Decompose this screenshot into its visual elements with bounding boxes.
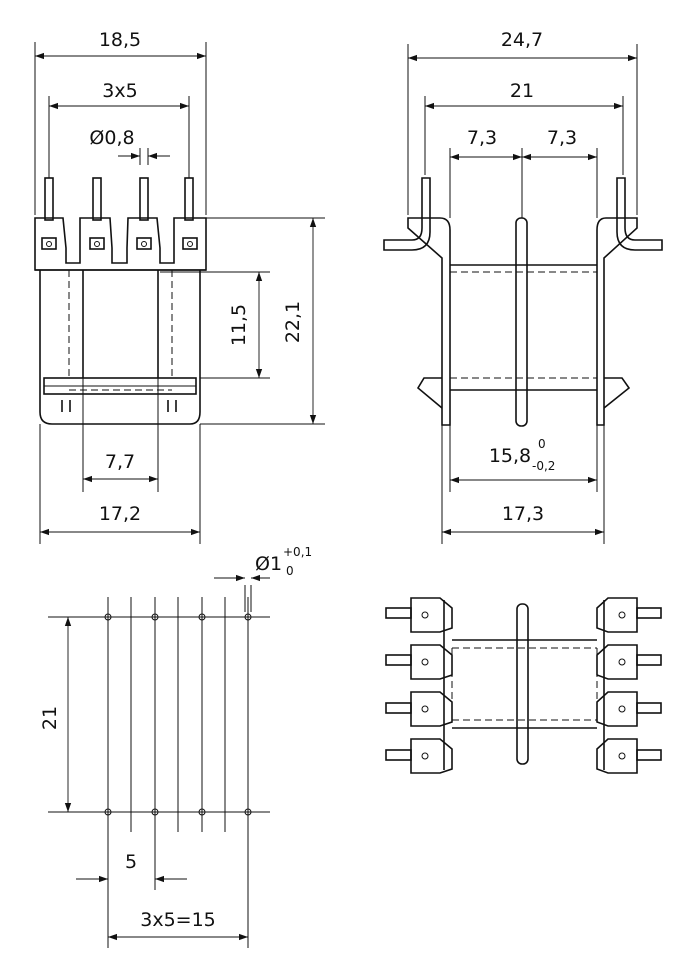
- dim-side-total-width: 24,7: [501, 29, 543, 51]
- dim-total-height: 22,1: [282, 301, 304, 343]
- dim-grid-total: 3x5=15: [140, 909, 216, 931]
- dim-grid-vertical: 21: [39, 706, 61, 730]
- dim-window-height: 11,5: [228, 304, 250, 346]
- front-pins: [44, 177, 194, 221]
- dim-inner-width: 7,7: [105, 451, 135, 473]
- side-view: 24,7 21 7,3 7,3 15,8 0 -0,2: [383, 29, 663, 544]
- dim-bobbin-length: 15,8: [489, 445, 531, 467]
- hole: [104, 613, 112, 621]
- dim-grid-pitch: 5: [125, 851, 137, 873]
- dim-side-section-right: 7,3: [547, 127, 577, 149]
- hole: [151, 808, 159, 816]
- hole: [198, 613, 206, 621]
- dim-pin-pitch: 3x5: [102, 80, 137, 102]
- dim-side-section-left: 7,3: [467, 127, 497, 149]
- hole: [198, 808, 206, 816]
- dim-side-base-width: 17,3: [502, 503, 544, 525]
- hole: [244, 613, 252, 621]
- hole: [244, 808, 252, 816]
- dim-base-width: 17,2: [99, 503, 141, 525]
- dim-hole-tol-upper: +0,1: [283, 545, 312, 559]
- hole: [104, 808, 112, 816]
- hole-pattern-view: Ø1 +0,1 0 21 5 3x5=15: [39, 545, 312, 948]
- dim-hole-tol-lower: 0: [286, 564, 294, 578]
- dim-bobbin-tol-lower: -0,2: [532, 459, 555, 473]
- dim-bobbin-tol-upper: 0: [538, 437, 546, 451]
- front-body: [39, 270, 201, 425]
- top-view: [385, 597, 662, 774]
- front-top-flange: [34, 217, 207, 271]
- hole: [151, 613, 159, 621]
- dim-18-5: 18,5: [99, 29, 141, 51]
- front-view: 18,5 3x5 Ø0,8: [34, 29, 325, 544]
- dim-pin-diameter: Ø0,8: [89, 127, 134, 149]
- dim-hole-diameter: Ø1: [255, 553, 282, 575]
- dim-side-pin-span: 21: [510, 80, 534, 102]
